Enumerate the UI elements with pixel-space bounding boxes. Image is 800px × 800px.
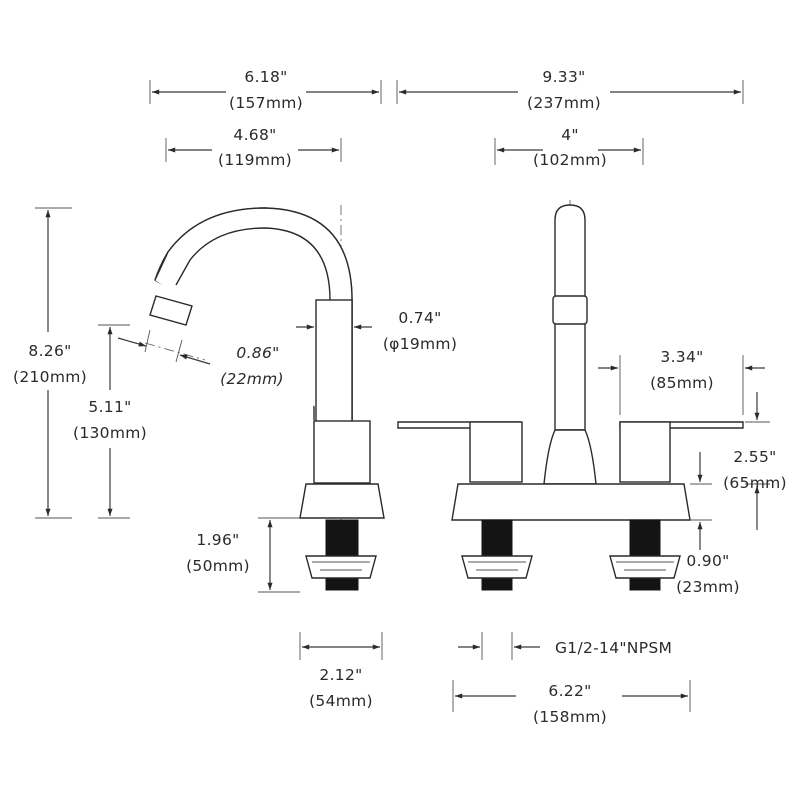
dim-4-68-mm: (119mm) bbox=[218, 151, 292, 169]
side-view bbox=[144, 205, 385, 591]
dimension-labels: 6.18" (157mm) 4.68" (119mm) 9.33" (237mm… bbox=[13, 68, 787, 726]
dim-9-33-in: 9.33" bbox=[542, 68, 585, 86]
dim-0-74-in: 0.74" bbox=[398, 309, 441, 327]
left-handle-body bbox=[469, 421, 523, 483]
dim-0-90-in: 0.90" bbox=[686, 552, 729, 570]
dim-5-11-in: 5.11" bbox=[88, 398, 131, 416]
outlet-centerline bbox=[144, 342, 206, 361]
dim-6-18-in: 6.18" bbox=[244, 68, 287, 86]
dim-6-22-mm: (158mm) bbox=[533, 708, 607, 726]
front-base-plate bbox=[451, 483, 691, 521]
dim-8-26-mm: (210mm) bbox=[13, 368, 87, 386]
side-mount-nut bbox=[305, 555, 377, 579]
dim-5-11-mm: (130mm) bbox=[73, 424, 147, 442]
dim-thread-label: G1/2-14"NPSM bbox=[555, 639, 672, 657]
right-mount-nut bbox=[609, 555, 681, 579]
dim-2-12-in: 2.12" bbox=[319, 666, 362, 684]
side-shank bbox=[325, 519, 359, 591]
dim-6-22-in: 6.22" bbox=[548, 682, 591, 700]
spout-outer bbox=[154, 207, 353, 420]
dim-1-96-mm: (50mm) bbox=[186, 557, 250, 575]
dim-2-12-mm: (54mm) bbox=[309, 692, 373, 710]
right-shank bbox=[629, 519, 661, 591]
dim-9-33-mm: (237mm) bbox=[527, 94, 601, 112]
dim-0-86-mm: (22mm) bbox=[220, 370, 284, 388]
dim-4-68-in: 4.68" bbox=[233, 126, 276, 144]
dim-4-in: 4" bbox=[561, 126, 579, 144]
dim-2-55-mm: (65mm) bbox=[723, 474, 787, 492]
dim-6-18-mm: (157mm) bbox=[229, 94, 303, 112]
left-mount-nut bbox=[461, 555, 533, 579]
right-handle-body bbox=[619, 421, 671, 483]
dim-0-86-in: 0.86" bbox=[236, 344, 279, 362]
left-shank bbox=[481, 519, 513, 591]
side-body bbox=[313, 420, 371, 484]
spout-tube bbox=[315, 299, 353, 423]
front-spout-base bbox=[543, 429, 597, 485]
side-base bbox=[299, 483, 385, 519]
dim-3-34-mm: (85mm) bbox=[650, 374, 714, 392]
dim-0-74-mm: (φ19mm) bbox=[383, 335, 457, 353]
dim-8-26-in: 8.26" bbox=[28, 342, 71, 360]
front-view bbox=[397, 200, 744, 591]
dim-0-90-mm: (23mm) bbox=[676, 578, 740, 596]
dim-1-96-in: 1.96" bbox=[196, 531, 239, 549]
dim-3-34-in: 3.34" bbox=[660, 348, 703, 366]
front-spout-collar bbox=[552, 295, 588, 325]
dim-4-mm: (102mm) bbox=[533, 151, 607, 169]
dimension-lines bbox=[35, 80, 770, 712]
dim-2-55-in: 2.55" bbox=[733, 448, 776, 466]
spout-outlet-aerator bbox=[149, 295, 193, 326]
